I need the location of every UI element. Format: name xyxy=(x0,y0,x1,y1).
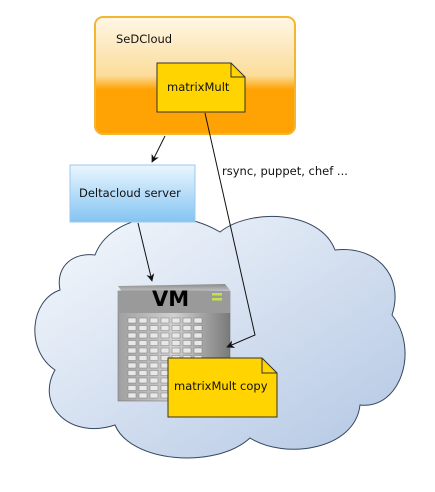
deltacloud-label: Deltacloud server xyxy=(79,186,181,200)
edge-sedcloud-to-deltacloud xyxy=(151,135,166,163)
matrixmult-label: matrixMult xyxy=(167,80,230,94)
sedcloud-label: SeDCloud xyxy=(116,32,173,46)
edge-matrixmult-to-copy xyxy=(204,112,256,348)
matrixmult-copy-note-fold xyxy=(261,358,277,374)
edge-deltacloud-to-vm xyxy=(137,222,155,282)
matrixmult-copy-note xyxy=(167,357,278,418)
deltacloud-node xyxy=(69,164,196,223)
matrixmult-note xyxy=(156,62,246,113)
matrixmult-note-fold xyxy=(230,63,245,78)
sync-edge-label: rsync, puppet, chef ... xyxy=(222,164,348,178)
vm-label: VM xyxy=(152,287,190,311)
matrixmult-copy-label: matrixMult copy xyxy=(174,379,268,393)
